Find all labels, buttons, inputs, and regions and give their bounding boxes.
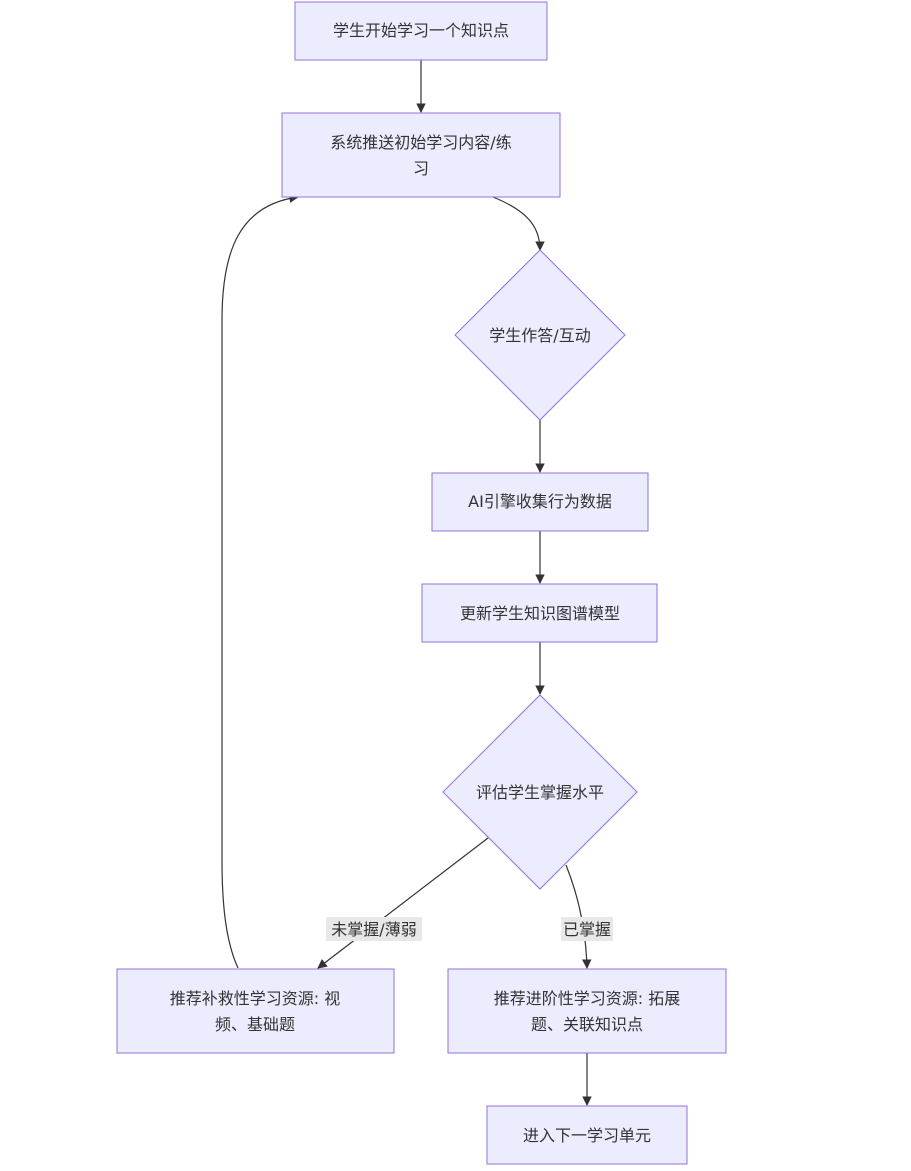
node-push-initial-content: 系统推送初始学习内容/练 习 — [281, 112, 561, 198]
edge-label-not-mastered: 未掌握/薄弱 — [326, 917, 422, 941]
svg-text:推荐补救性学习资源: 视: 推荐补救性学习资源: 视 — [170, 989, 340, 1008]
node-start: 学生开始学习一个知识点 — [294, 1, 548, 61]
svg-text:题、关联知识点: 题、关联知识点 — [531, 1015, 643, 1034]
node-student-interact: 学生作答/互动 — [454, 249, 626, 421]
node-advanced-resources: 推荐进阶性学习资源: 拓展 题、关联知识点 — [447, 968, 727, 1054]
svg-text:学生开始学习一个知识点: 学生开始学习一个知识点 — [333, 21, 509, 40]
svg-text:进入下一学习单元: 进入下一学习单元 — [523, 1126, 651, 1145]
svg-text:AI引擎收集行为数据: AI引擎收集行为数据 — [468, 492, 612, 511]
node-remedial-resources: 推荐补救性学习资源: 视 频、基础题 — [116, 968, 395, 1054]
svg-text:更新学生知识图谱模型: 更新学生知识图谱模型 — [460, 604, 620, 623]
svg-text:已掌握: 已掌握 — [563, 920, 611, 939]
svg-text:评估学生掌握水平: 评估学生掌握水平 — [476, 783, 604, 802]
svg-text:系统推送初始学习内容/练: 系统推送初始学习内容/练 — [330, 133, 511, 152]
svg-text:学生作答/互动: 学生作答/互动 — [489, 326, 590, 345]
svg-text:习: 习 — [413, 159, 429, 178]
edge-assess-to-advanced — [565, 864, 592, 969]
edge-label-mastered: 已掌握 — [561, 917, 613, 941]
node-update-model: 更新学生知识图谱模型 — [421, 583, 658, 643]
node-ai-collect: AI引擎收集行为数据 — [431, 472, 649, 532]
edge-remedial-loop-to-push — [221, 193, 299, 969]
node-assess-mastery: 评估学生掌握水平 — [442, 694, 638, 890]
edge-assess-to-remedial — [317, 837, 489, 969]
edge-push-to-interact — [492, 196, 545, 251]
svg-text:未掌握/薄弱: 未掌握/薄弱 — [331, 920, 416, 939]
svg-text:频、基础题: 频、基础题 — [215, 1015, 295, 1034]
node-next-unit: 进入下一学习单元 — [486, 1105, 688, 1165]
svg-text:推荐进阶性学习资源: 拓展: 推荐进阶性学习资源: 拓展 — [494, 989, 680, 1008]
